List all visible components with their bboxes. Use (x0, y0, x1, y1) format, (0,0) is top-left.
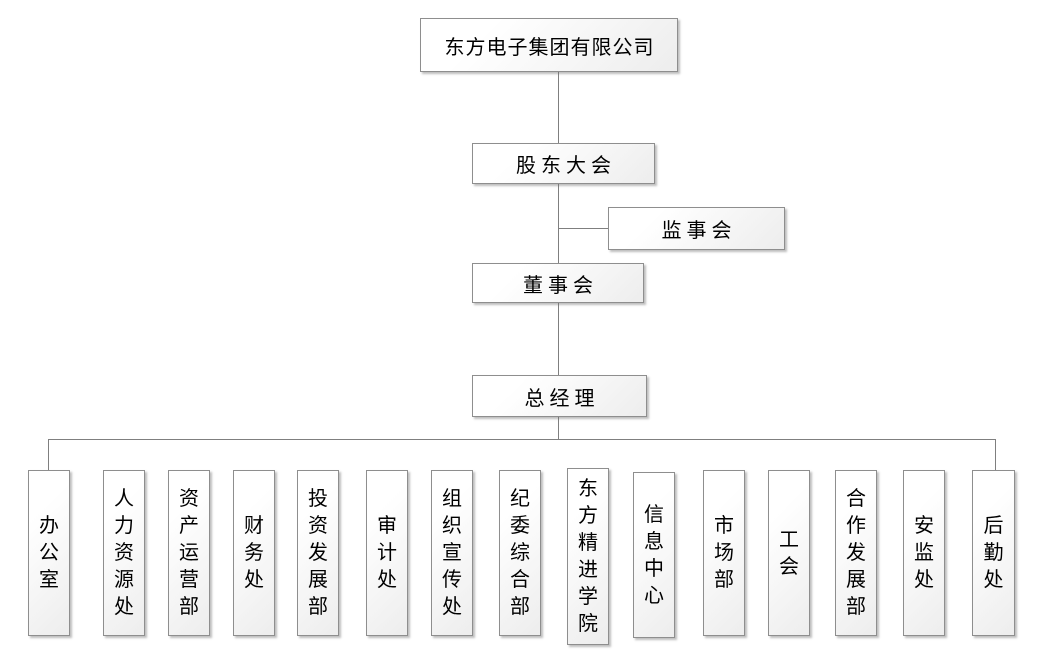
dept-label-char: 方 (578, 505, 598, 527)
dept-box-safety-supervision: 安监处 (903, 470, 945, 636)
dept-label-char: 后 (983, 515, 1004, 537)
org-node-general-manager: 总经理 (472, 375, 647, 417)
dept-label-char: 务 (244, 542, 264, 564)
dept-box-human-resources: 人力资源处 (103, 470, 145, 636)
connector-bus-right-drop (995, 439, 996, 470)
dept-label-char: 力 (114, 515, 134, 537)
dept-label-char: 资 (114, 542, 134, 564)
dept-label-char: 监 (914, 542, 934, 564)
dept-label-char: 部 (308, 596, 328, 618)
dept-label-char: 室 (39, 569, 59, 591)
dept-label-char: 处 (983, 569, 1004, 591)
dept-box-office: 办公室 (28, 470, 70, 636)
dept-box-jingjin-academy: 东方精进学院 (567, 468, 609, 645)
dept-label-char: 精 (578, 532, 598, 554)
connector-bus-left-drop (48, 439, 49, 470)
org-node-board-of-directors-label: 董事会 (523, 274, 598, 297)
dept-label-char: 合 (510, 569, 530, 591)
dept-label-char: 部 (714, 569, 734, 591)
dept-label-char: 综 (510, 542, 530, 564)
dept-label-char: 处 (377, 569, 397, 591)
connector-shareholders-to-board (558, 184, 559, 263)
dept-box-discipline-inspection: 纪委综合部 (499, 470, 541, 636)
dept-box-audit: 审计处 (366, 470, 408, 636)
dept-box-labor-union: 工会 (768, 470, 810, 636)
dept-label-char: 部 (510, 596, 530, 618)
dept-box-organization-publicity: 组织宣传处 (431, 470, 473, 636)
connector-root-to-shareholders (558, 72, 559, 143)
dept-label-char: 计 (377, 542, 397, 564)
dept-box-logistics: 后勤处 (972, 470, 1015, 636)
dept-label-char: 合 (846, 488, 866, 510)
dept-label-char: 作 (846, 515, 866, 537)
dept-label-char: 学 (578, 586, 598, 608)
dept-label-char: 进 (578, 559, 598, 581)
dept-label-char: 处 (442, 596, 462, 618)
org-node-company-label: 东方电子集团有限公司 (444, 36, 655, 59)
dept-label-char: 发 (846, 542, 866, 564)
dept-box-marketing: 市场部 (703, 470, 745, 636)
dept-label-char: 营 (179, 569, 199, 591)
dept-label-char: 展 (846, 569, 866, 591)
dept-label-char: 宣 (442, 542, 462, 564)
dept-label-char: 处 (114, 596, 134, 618)
dept-label-char: 传 (442, 569, 462, 591)
dept-label-char: 委 (510, 515, 530, 537)
connector-gm-to-bus (558, 417, 559, 439)
dept-label-char: 工 (779, 528, 799, 551)
dept-label-char: 会 (779, 555, 799, 578)
dept-label-char: 勤 (983, 542, 1004, 564)
dept-box-cooperation-development: 合作发展部 (835, 470, 877, 636)
dept-label-char: 东 (578, 478, 598, 500)
dept-label-char: 安 (914, 515, 934, 537)
dept-label-char: 审 (377, 515, 397, 537)
dept-label-char: 资 (179, 488, 199, 510)
dept-label-char: 息 (644, 530, 664, 553)
org-node-supervisory-board-label: 监事会 (661, 220, 737, 242)
org-node-shareholders-meeting-label: 股东大会 (516, 155, 616, 177)
dept-label-char: 心 (644, 584, 664, 607)
dept-label-char: 投 (308, 488, 328, 510)
dept-label-char: 处 (914, 569, 934, 591)
dept-label-char: 运 (179, 542, 199, 564)
org-node-supervisory-board: 监事会 (608, 207, 785, 250)
dept-label-char: 源 (114, 569, 134, 591)
org-node-shareholders-meeting: 股东大会 (472, 143, 655, 184)
connector-bus-horizontal (48, 439, 996, 440)
dept-box-investment-development: 投资发展部 (297, 470, 339, 636)
dept-label-char: 财 (244, 515, 264, 537)
dept-label-char: 产 (179, 515, 199, 537)
dept-label-char: 处 (244, 569, 264, 591)
dept-label-char: 部 (179, 596, 199, 618)
dept-label-char: 纪 (510, 488, 530, 510)
dept-label-char: 资 (308, 515, 328, 537)
dept-label-char: 信 (644, 503, 664, 526)
dept-label-char: 部 (846, 596, 866, 618)
dept-label-char: 市 (714, 515, 734, 537)
dept-box-finance: 财务处 (233, 470, 275, 636)
dept-label-char: 院 (578, 613, 598, 635)
org-node-company: 东方电子集团有限公司 (420, 18, 678, 72)
dept-box-asset-operations: 资产运营部 (168, 470, 210, 636)
dept-box-information-center: 信息中心 (633, 472, 675, 638)
dept-label-char: 人 (114, 488, 134, 510)
dept-label-char: 织 (442, 515, 462, 537)
dept-label-char: 中 (644, 557, 664, 580)
dept-label-char: 发 (308, 542, 328, 564)
org-node-board-of-directors: 董事会 (472, 263, 644, 303)
dept-label-char: 办 (39, 515, 59, 537)
connector-board-to-gm (558, 303, 559, 375)
connector-branch-supervisory (558, 228, 608, 229)
org-node-general-manager-label: 总经理 (524, 387, 600, 410)
dept-label-char: 公 (39, 542, 59, 564)
dept-label-char: 组 (442, 488, 462, 510)
dept-label-char: 场 (714, 542, 734, 564)
dept-label-char: 展 (308, 569, 328, 591)
